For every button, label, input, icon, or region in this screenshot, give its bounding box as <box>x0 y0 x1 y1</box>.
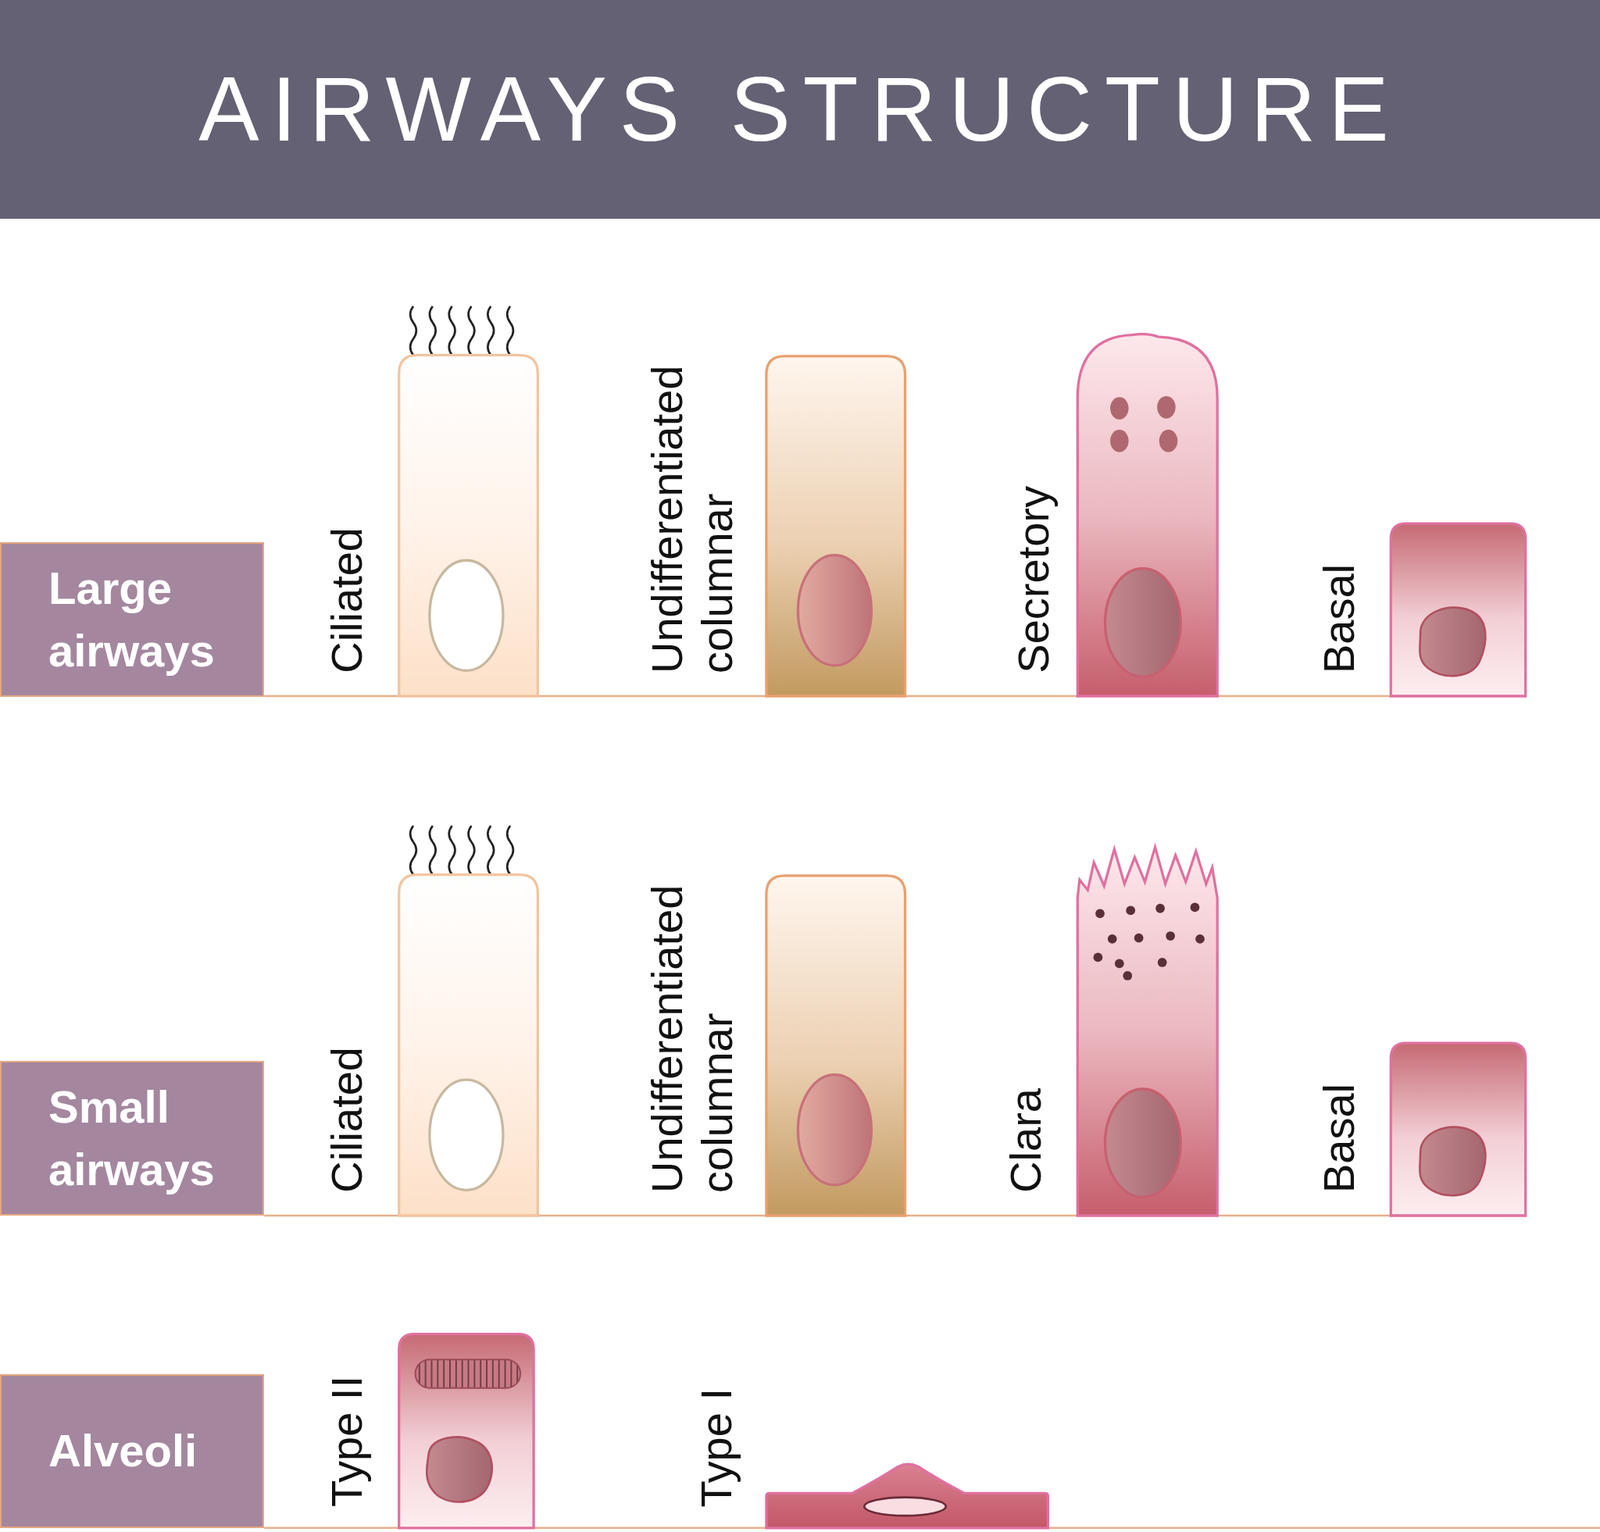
cell-type-label: Ciliated <box>321 1046 372 1193</box>
cell-type-label: Undifferentiated columnar <box>642 786 743 1193</box>
cell-type-label: Ciliated <box>321 527 372 674</box>
cell-type-label: Type II <box>321 1375 372 1508</box>
cell-type-label: Undifferentiated columnar <box>642 267 743 674</box>
row-label-text: Large airways <box>1 557 263 683</box>
row-label-text: Small airways <box>1 1075 263 1201</box>
cell-type-label: Secretory <box>1008 485 1059 674</box>
row-label-box: Alveoli <box>0 1374 265 1529</box>
cell-type-label: Type I <box>691 1388 742 1508</box>
row-label-text: Alveoli <box>1 1419 205 1483</box>
cell-type-label: Clara <box>1000 1088 1051 1193</box>
cell-type-label: Basal <box>1314 1083 1365 1193</box>
title-text: AIRWAYS STRUCTURE <box>0 0 1600 219</box>
row-label-box: Small airways <box>0 1060 265 1216</box>
row-label-box: Large airways <box>0 542 265 697</box>
cell-type-label: Basal <box>1314 564 1365 674</box>
